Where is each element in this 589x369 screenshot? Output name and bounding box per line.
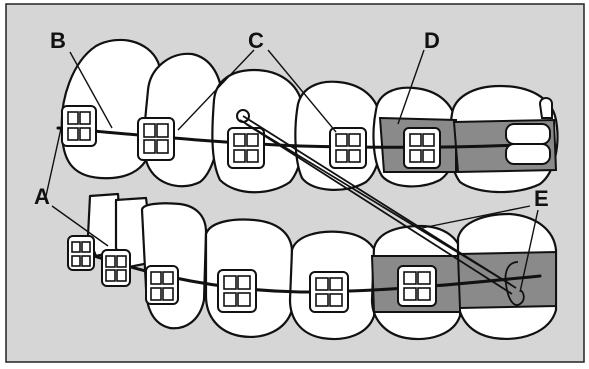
label-c: C	[248, 28, 264, 53]
leader-lines	[45, 49, 539, 293]
bracket	[309, 271, 349, 313]
upper-archwire	[56, 126, 542, 149]
lower-brackets	[67, 235, 525, 313]
bracket	[145, 265, 179, 305]
bracket	[397, 265, 437, 307]
lower-molar-hook	[504, 261, 525, 306]
label-a: A	[34, 184, 50, 209]
label-b: B	[50, 28, 66, 53]
bracket	[403, 127, 441, 169]
molar-tube	[505, 97, 553, 165]
elastic-band	[236, 109, 517, 295]
label-e: E	[534, 186, 549, 211]
bracket	[61, 105, 97, 147]
bracket	[329, 127, 367, 169]
bracket	[217, 269, 257, 313]
upper-brackets	[61, 97, 553, 169]
lower-archwire	[74, 248, 542, 294]
bracket	[67, 235, 95, 271]
label-d: D	[424, 28, 440, 53]
bracket	[101, 249, 131, 287]
bracket	[227, 127, 265, 169]
bracket	[137, 117, 175, 161]
